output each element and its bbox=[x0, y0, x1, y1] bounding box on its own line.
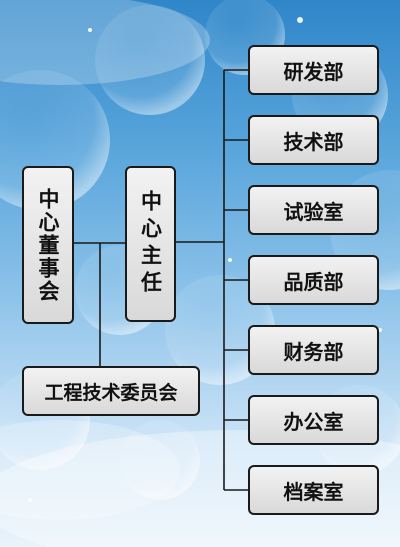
board-node: 中心董事会 bbox=[22, 166, 74, 324]
dept-quality-node: 品质部 bbox=[248, 255, 379, 305]
director-node: 中心主任 bbox=[125, 166, 176, 322]
committee-node: 工程技术委员会 bbox=[22, 366, 200, 416]
dept-archive-node: 档案室 bbox=[248, 465, 379, 515]
dept-tech-node: 技术部 bbox=[248, 115, 379, 165]
dept-rnd-node: 研发部 bbox=[248, 45, 379, 95]
dept-lab-node: 试验室 bbox=[248, 185, 379, 235]
dept-office-node: 办公室 bbox=[248, 395, 379, 445]
dept-finance-node: 财务部 bbox=[248, 325, 379, 375]
